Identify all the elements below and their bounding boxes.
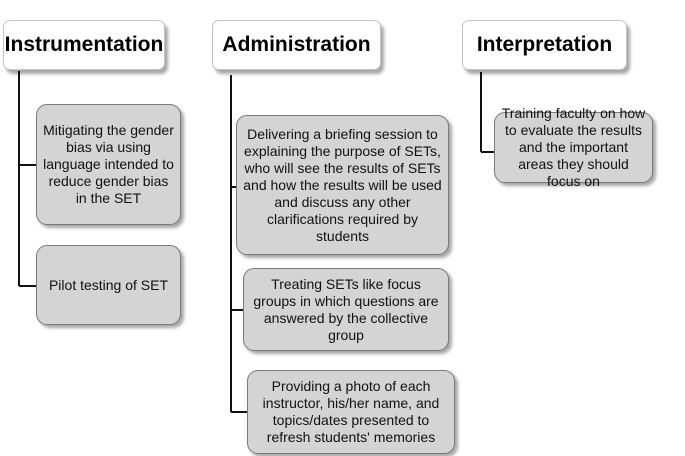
item-box: Providing a photo of each instructor, hi… — [247, 370, 455, 454]
item-box: Mitigating the gender bias via using lan… — [36, 104, 181, 225]
connector-administration — [230, 75, 248, 413]
item-text: Mitigating the gender bias via using lan… — [43, 122, 174, 206]
item-box: Treating SETs like focus groups in which… — [243, 268, 449, 351]
column-title: Instrumentation — [4, 33, 164, 56]
item-text: Delivering a briefing session to explain… — [243, 125, 442, 244]
connector-instrumentation — [18, 71, 36, 287]
column-header-interpretation: Interpretation — [462, 20, 627, 70]
item-text: Providing a photo of each instructor, hi… — [262, 378, 440, 445]
item-box: Training faculty on how to evaluate the … — [494, 105, 653, 189]
item-text: Treating SETs like focus groups in which… — [253, 275, 439, 343]
column-title: Interpretation — [476, 33, 613, 56]
column-header-administration: Administration — [212, 20, 381, 70]
item-text: Pilot testing of SET — [48, 276, 169, 293]
item-text: Training faculty on how to evaluate the … — [501, 105, 646, 189]
column-title: Administration — [222, 33, 371, 56]
column-header-instrumentation: Instrumentation — [3, 20, 165, 70]
connector-interpretation — [480, 72, 496, 153]
item-box: Pilot testing of SET — [36, 245, 181, 325]
item-box: Delivering a briefing session to explain… — [236, 115, 449, 255]
